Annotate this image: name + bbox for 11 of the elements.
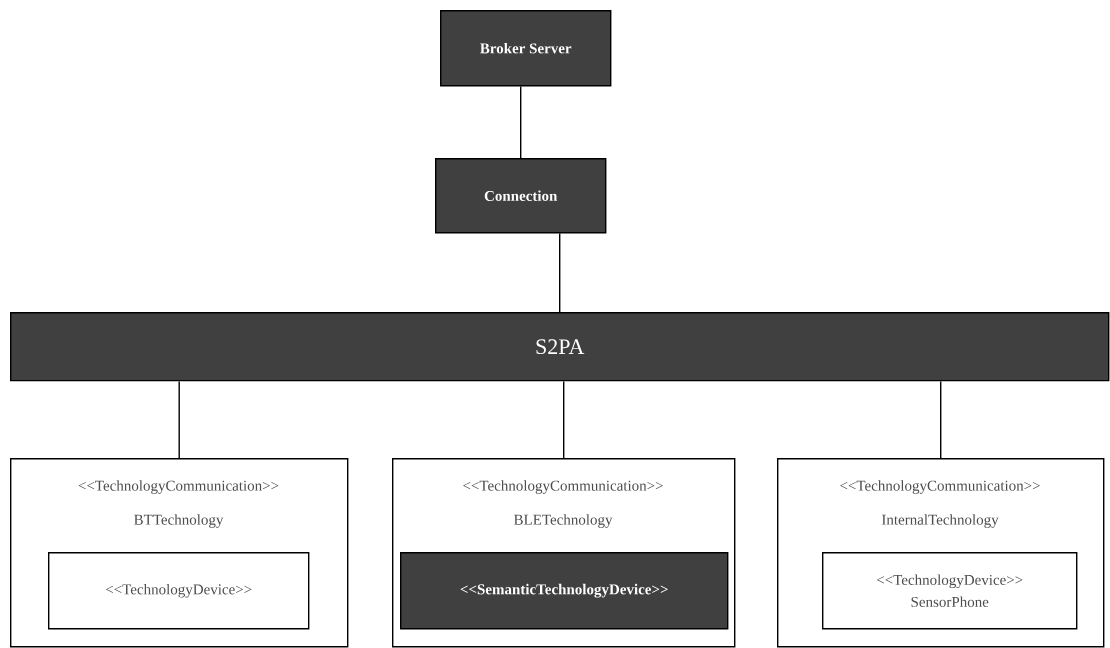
connector-line <box>563 380 565 459</box>
connector-line <box>520 85 522 159</box>
device-box: <<SemanticTechnologyDevice>> <box>400 552 729 630</box>
connection-box: Connection <box>435 158 607 234</box>
platform-bar: S2PA <box>10 312 1110 382</box>
connector-line <box>940 380 942 459</box>
server-box: Broker Server <box>440 10 612 87</box>
connector-line <box>559 232 561 313</box>
device-box: <<TechnologyDevice>> <box>48 552 310 630</box>
device-box: <<TechnologyDevice>> SensorPhone <box>822 552 1078 630</box>
connector-line <box>178 380 180 459</box>
